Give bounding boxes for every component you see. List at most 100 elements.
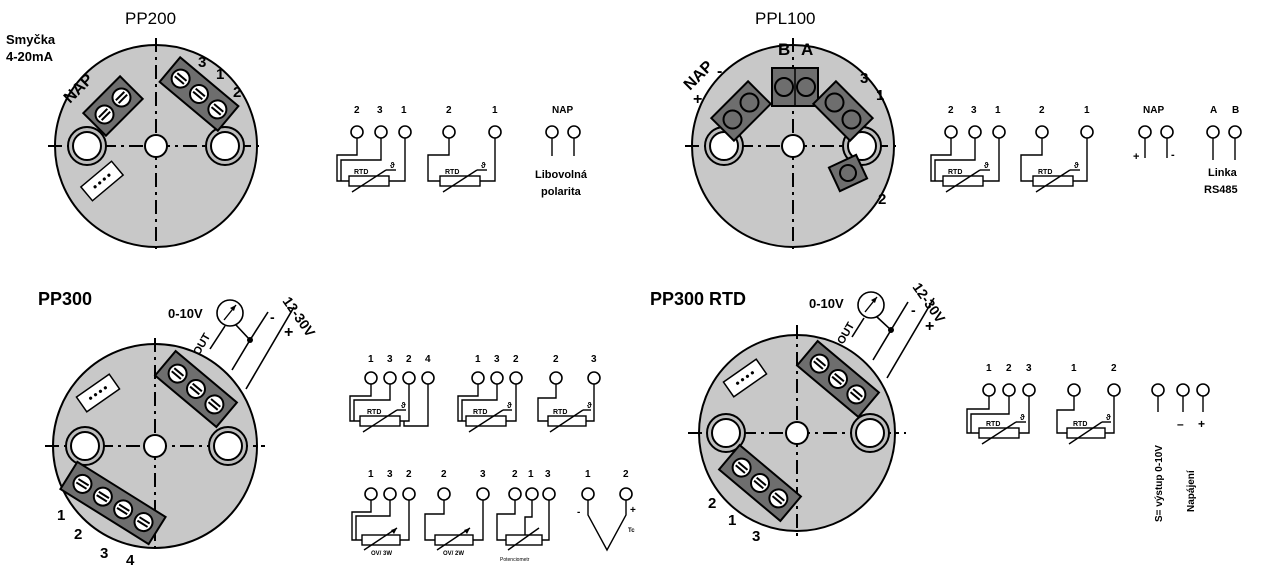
svg-text:Potenciometr: Potenciometr [500, 557, 530, 563]
svg-text:1: 1 [1084, 105, 1090, 116]
svg-text:3: 3 [971, 105, 977, 116]
svg-text:ϑ: ϑ [1106, 413, 1111, 422]
pp300rtd-sensor-terminal-block [717, 443, 803, 523]
svg-text:OV/ 3W: OV/ 3W [371, 551, 392, 557]
pp300-wiring-potentiometer: 2 1 3 Potenciometr [496, 469, 556, 563]
svg-text:1: 1 [585, 469, 591, 480]
pp300rtd-terminal-3: 3 [752, 528, 760, 545]
svg-text:3: 3 [591, 354, 597, 365]
pp200-terminal-2: 2 [233, 84, 241, 101]
pp200-loop-label-1: Smyčka [6, 32, 56, 47]
ppl100-wiring-nap: NAP + - [1133, 105, 1175, 163]
pp200-wiring-nap: NAP Libovolná polarita [535, 105, 588, 198]
svg-text:1: 1 [1071, 363, 1077, 374]
pp300-terminal-1: 1 [57, 507, 65, 524]
pp300rtd-terminal-1: 1 [728, 512, 736, 529]
ppl100-wiring-3wire: 2 3 1 RTD ϑ [930, 105, 1006, 193]
pp300-wiring-ohm-2wire: 2 3 OV/ 2W [424, 469, 490, 557]
svg-text:-: - [1171, 149, 1175, 161]
svg-text:polarita: polarita [541, 186, 582, 198]
svg-text:RTD: RTD [445, 169, 459, 176]
svg-text:1: 1 [368, 354, 374, 365]
svg-text:2: 2 [1111, 363, 1117, 374]
pp300rtd-output-caption: S= výstup 0-10V [1154, 445, 1165, 522]
svg-text:RTD: RTD [1038, 169, 1052, 176]
svg-text:1: 1 [995, 105, 1001, 116]
svg-text:-: - [577, 507, 580, 518]
pp200-wiring-3wire: 2 3 1 RTD ϑ [336, 105, 412, 193]
svg-text:Libovolná: Libovolná [535, 169, 588, 181]
svg-text:ϑ: ϑ [1020, 413, 1025, 422]
svg-text:2: 2 [354, 105, 360, 116]
ppl100-rs485-block [771, 67, 819, 107]
svg-text:–: – [1177, 417, 1184, 431]
svg-text:RTD: RTD [1073, 421, 1087, 428]
ppl100-terminal-2-block [827, 153, 869, 193]
svg-text:2: 2 [623, 469, 629, 480]
svg-text:RTD: RTD [473, 409, 487, 416]
pp300-wiring-rtd-3wire: 1 3 2 RTD ϑ [457, 354, 523, 433]
svg-text:2: 2 [1006, 363, 1012, 374]
svg-text:OV/ 2W: OV/ 2W [443, 551, 464, 557]
svg-text:+: + [1133, 151, 1139, 163]
pp300rtd-wiring-output-supply: – + S= výstup 0-10V Napájení [1151, 383, 1210, 522]
svg-text:2: 2 [446, 105, 452, 116]
svg-text:1: 1 [986, 363, 992, 374]
svg-text:B: B [1232, 105, 1239, 116]
svg-text:2: 2 [1039, 105, 1045, 116]
pp300-meter-icon [216, 299, 244, 327]
pp200-nap-terminal-block [81, 74, 145, 138]
svg-text:ϑ: ϑ [1074, 161, 1079, 170]
svg-text:+: + [630, 505, 636, 516]
svg-text:NAP: NAP [552, 105, 573, 116]
pp200-terminal-3: 3 [198, 54, 206, 71]
ppl100-minus: - [717, 63, 722, 80]
svg-text:RTD: RTD [948, 169, 962, 176]
svg-text:ϑ: ϑ [390, 161, 395, 170]
svg-text:2: 2 [948, 105, 954, 116]
pp300-output-label: 0-10V [168, 306, 203, 321]
pp300-connector [75, 373, 121, 413]
pp300rtd-plus-head: + [925, 318, 934, 335]
svg-text:1: 1 [368, 469, 374, 480]
svg-text:ϑ: ϑ [481, 161, 486, 170]
ppl100-wiring-rs485: A B Linka RS485 [1204, 105, 1242, 196]
pp200-sensor-terminal-block [158, 55, 240, 133]
svg-text:2: 2 [512, 469, 518, 480]
ppl100-label-b: B [778, 40, 790, 59]
pp300-wiring-rtd-2wire: 2 3 RTD ϑ [537, 354, 601, 433]
pp300-terminal-4: 4 [126, 552, 135, 569]
pp300-terminal-2: 2 [74, 526, 82, 543]
ppl100-sensor-block [811, 79, 875, 143]
pp300rtd-connector [722, 358, 768, 398]
svg-text:RTD: RTD [986, 421, 1000, 428]
pp300-wiring-thermocouple: 1 2 - + Tc [577, 469, 636, 552]
svg-text:3: 3 [387, 469, 393, 480]
pp200-loop-label-2: 4-20mA [6, 49, 54, 64]
pp300-plus: + [284, 324, 293, 341]
svg-text:4: 4 [425, 354, 431, 365]
svg-text:+: + [1198, 417, 1205, 431]
svg-text:ϑ: ϑ [401, 401, 406, 410]
svg-text:3: 3 [480, 469, 486, 480]
svg-text:1: 1 [475, 354, 481, 365]
pp200-connector [79, 160, 125, 202]
pp300rtd-output-label: 0-10V [809, 296, 844, 311]
pp300-minus: - [270, 309, 275, 325]
svg-text:A: A [1210, 105, 1217, 116]
svg-text:1: 1 [492, 105, 498, 116]
svg-text:3: 3 [545, 469, 551, 480]
pp200-head [48, 38, 264, 252]
pp300rtd-title: PP300 RTD [650, 289, 746, 309]
svg-text:3: 3 [494, 354, 500, 365]
svg-text:RS485: RS485 [1204, 184, 1238, 196]
ppl100-terminal-2: 2 [878, 191, 886, 208]
svg-text:3: 3 [387, 354, 393, 365]
ppl100-label-a: A [801, 40, 813, 59]
pp300rtd-meter-icon [857, 291, 885, 319]
svg-text:2: 2 [406, 354, 412, 365]
svg-text:ϑ: ϑ [984, 161, 989, 170]
pp300-title: PP300 [38, 289, 92, 309]
svg-text:ϑ: ϑ [587, 401, 592, 410]
